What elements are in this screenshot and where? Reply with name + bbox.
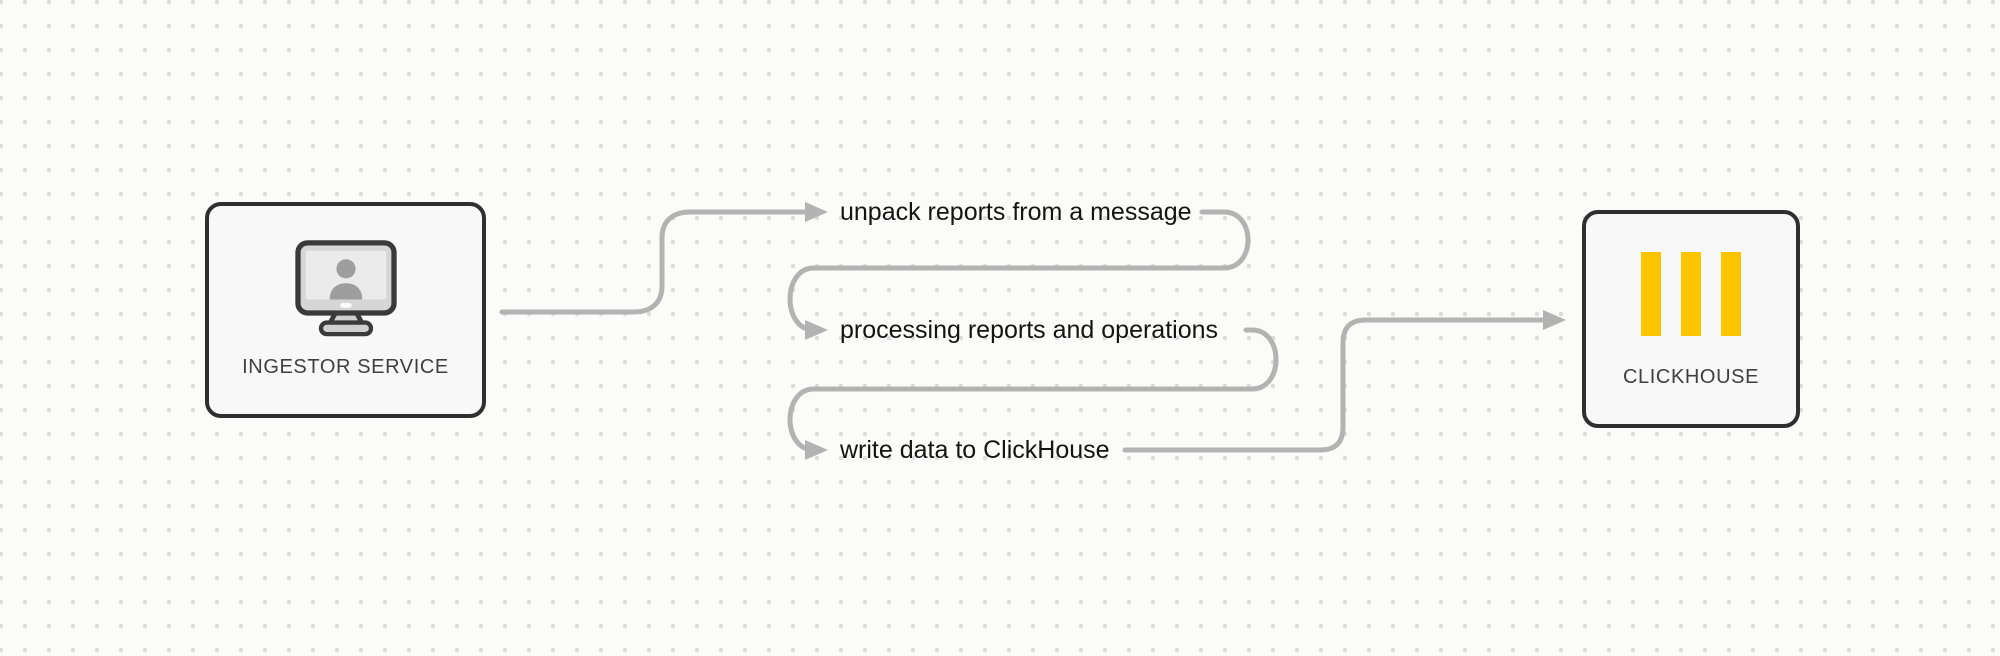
monitor-chin-dash: [339, 302, 352, 308]
connector-source-to-step1: [499, 209, 807, 315]
connector-step3-to-target: [1122, 317, 1545, 453]
flow-step-label: unpack reports from a message: [840, 198, 1192, 226]
clickhouse-logo-icon: [1641, 252, 1741, 336]
clickhouse-node: CLICKHOUSE: [1582, 210, 1800, 428]
arrowhead-icon: [1543, 310, 1566, 330]
connector-step1-to-step2: [787, 209, 1251, 333]
ingestor-service-label: INGESTOR SERVICE: [242, 356, 449, 378]
arrowhead-icon: [805, 320, 828, 340]
clickhouse-logo-bar: [1641, 252, 1661, 336]
flow-step-label: processing reports and operations: [840, 316, 1219, 344]
arrowhead-icon: [805, 202, 828, 222]
flow-step-label: write data to ClickHouse: [840, 436, 1110, 464]
clickhouse-logo-bar: [1681, 252, 1701, 336]
user-shoulders: [329, 283, 362, 300]
clickhouse-label: CLICKHOUSE: [1622, 366, 1760, 388]
arrowhead-icon: [805, 440, 828, 460]
monitor-base: [318, 320, 373, 337]
clickhouse-logo-bar: [1721, 252, 1741, 336]
monitor-user-icon: [294, 240, 397, 337]
ingestor-service-node: INGESTOR SERVICE: [205, 202, 486, 418]
connector-step2-to-step3: [787, 327, 1279, 453]
user-head: [335, 259, 356, 279]
